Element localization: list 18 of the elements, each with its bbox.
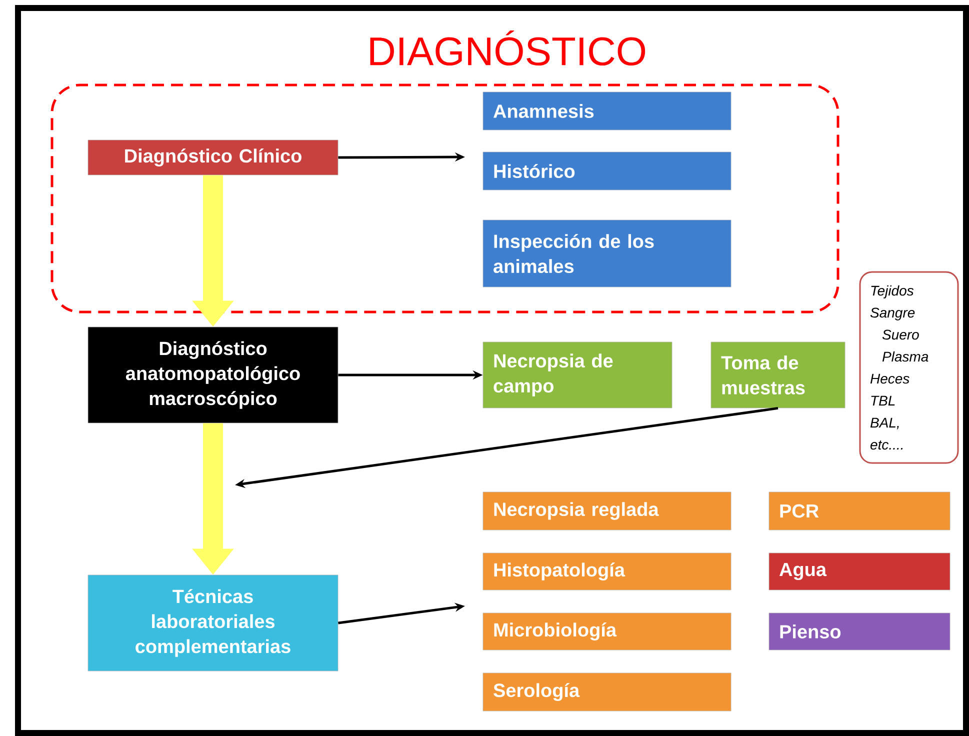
process-box: Toma de muestras xyxy=(710,342,846,408)
process-box: Histórico xyxy=(482,152,732,190)
process-box: Histopatología xyxy=(482,552,732,590)
process-box: Diagnóstico anatomopatológico macroscópico xyxy=(88,326,338,424)
process-box: Inspección de los animales xyxy=(482,220,732,288)
title: DIAGNÓSTICO xyxy=(370,30,646,66)
dashed-region xyxy=(50,84,840,314)
process-box: Anamnesis xyxy=(482,92,732,130)
process-box: Técnicas laboratoriales complementarias xyxy=(88,574,338,672)
process-box: Microbiología xyxy=(482,612,732,650)
process-box: Necropsia reglada xyxy=(482,492,732,530)
process-box: Agua xyxy=(768,552,950,590)
process-box: Diagnóstico Clínico xyxy=(88,140,338,176)
process-box: Pienso xyxy=(768,612,950,650)
process-box: Serología xyxy=(482,672,732,712)
note-box: Tejidos Sangre Suero Plasma Heces TBL BAL, etc.... xyxy=(859,271,959,464)
process-box: Necropsia de campo xyxy=(482,342,672,408)
process-box: PCR xyxy=(768,492,950,530)
